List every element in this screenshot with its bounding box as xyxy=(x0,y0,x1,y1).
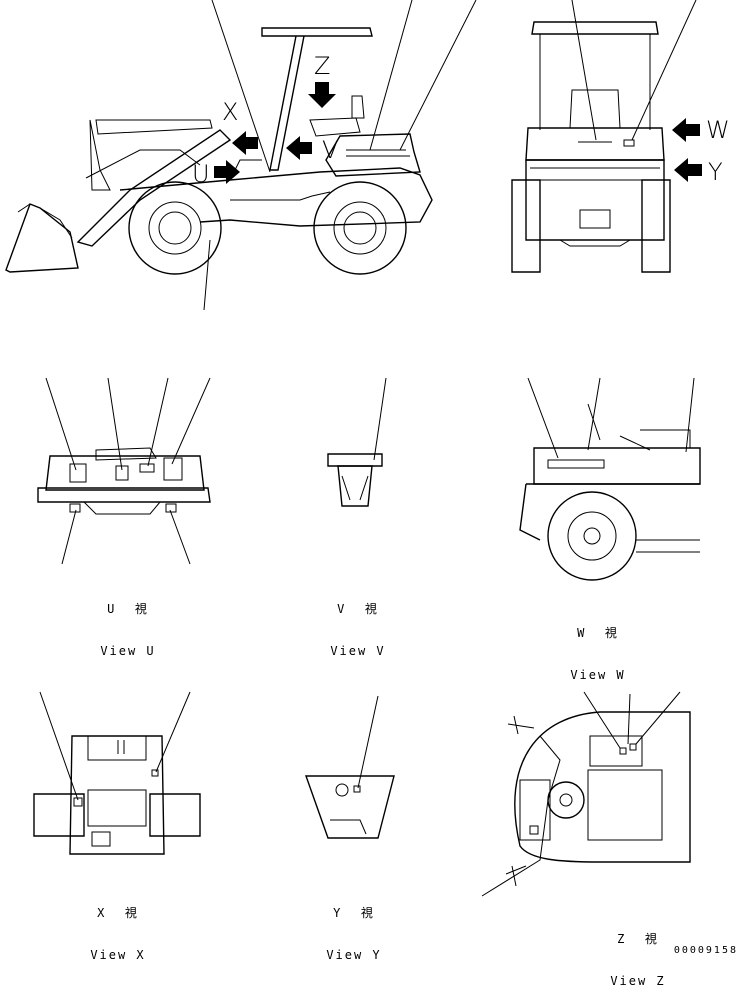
view-z-en: View Z xyxy=(610,974,666,988)
parts-diagram xyxy=(5,0,702,897)
view-u-jp: U 視 xyxy=(107,602,149,616)
view-v-jp: V 視 xyxy=(337,602,379,616)
view-v-en: View V xyxy=(330,644,386,658)
view-z-arrow xyxy=(308,82,336,108)
letter-z: Z xyxy=(314,52,331,80)
view-y-arrow xyxy=(674,158,702,182)
view-w-caption: W 視 View W xyxy=(566,598,630,696)
view-u-arrow xyxy=(214,160,240,184)
letter-u: U xyxy=(192,160,210,188)
view-v-arrow xyxy=(286,136,312,160)
view-x-drawing xyxy=(33,691,201,855)
view-x-caption: X 視 View X xyxy=(86,878,150,976)
view-z-caption: Z 視 View Z xyxy=(606,904,670,1002)
view-w-jp: W 視 xyxy=(577,626,619,640)
view-u-en: View U xyxy=(100,644,156,658)
view-x-en: View X xyxy=(90,948,146,962)
view-u-caption: U 視 View U xyxy=(96,574,160,672)
view-y-en: View Y xyxy=(326,948,382,962)
loader-rear-view xyxy=(511,0,702,273)
view-z-jp: Z 視 xyxy=(617,932,659,946)
view-x-jp: X 視 xyxy=(97,906,139,920)
view-y-caption: Y 視 View Y xyxy=(322,878,386,976)
letter-y: Y xyxy=(708,158,723,186)
letter-x: X xyxy=(222,98,239,126)
view-v-drawing xyxy=(327,377,387,507)
view-y-jp: Y 視 xyxy=(333,906,375,920)
view-z-drawing xyxy=(481,691,691,897)
loader-side-view xyxy=(5,0,477,311)
view-x-arrow xyxy=(232,131,258,155)
view-w-arrow xyxy=(672,118,700,142)
view-v-caption: V 視 View V xyxy=(326,574,390,672)
view-y-drawing xyxy=(305,695,395,839)
view-w-en: View W xyxy=(570,668,626,682)
letter-v: V xyxy=(322,136,339,164)
view-u-drawing xyxy=(37,377,211,565)
letter-w: W xyxy=(706,116,730,144)
document-number: 00009158 xyxy=(673,945,738,956)
view-w-drawing xyxy=(519,377,701,581)
